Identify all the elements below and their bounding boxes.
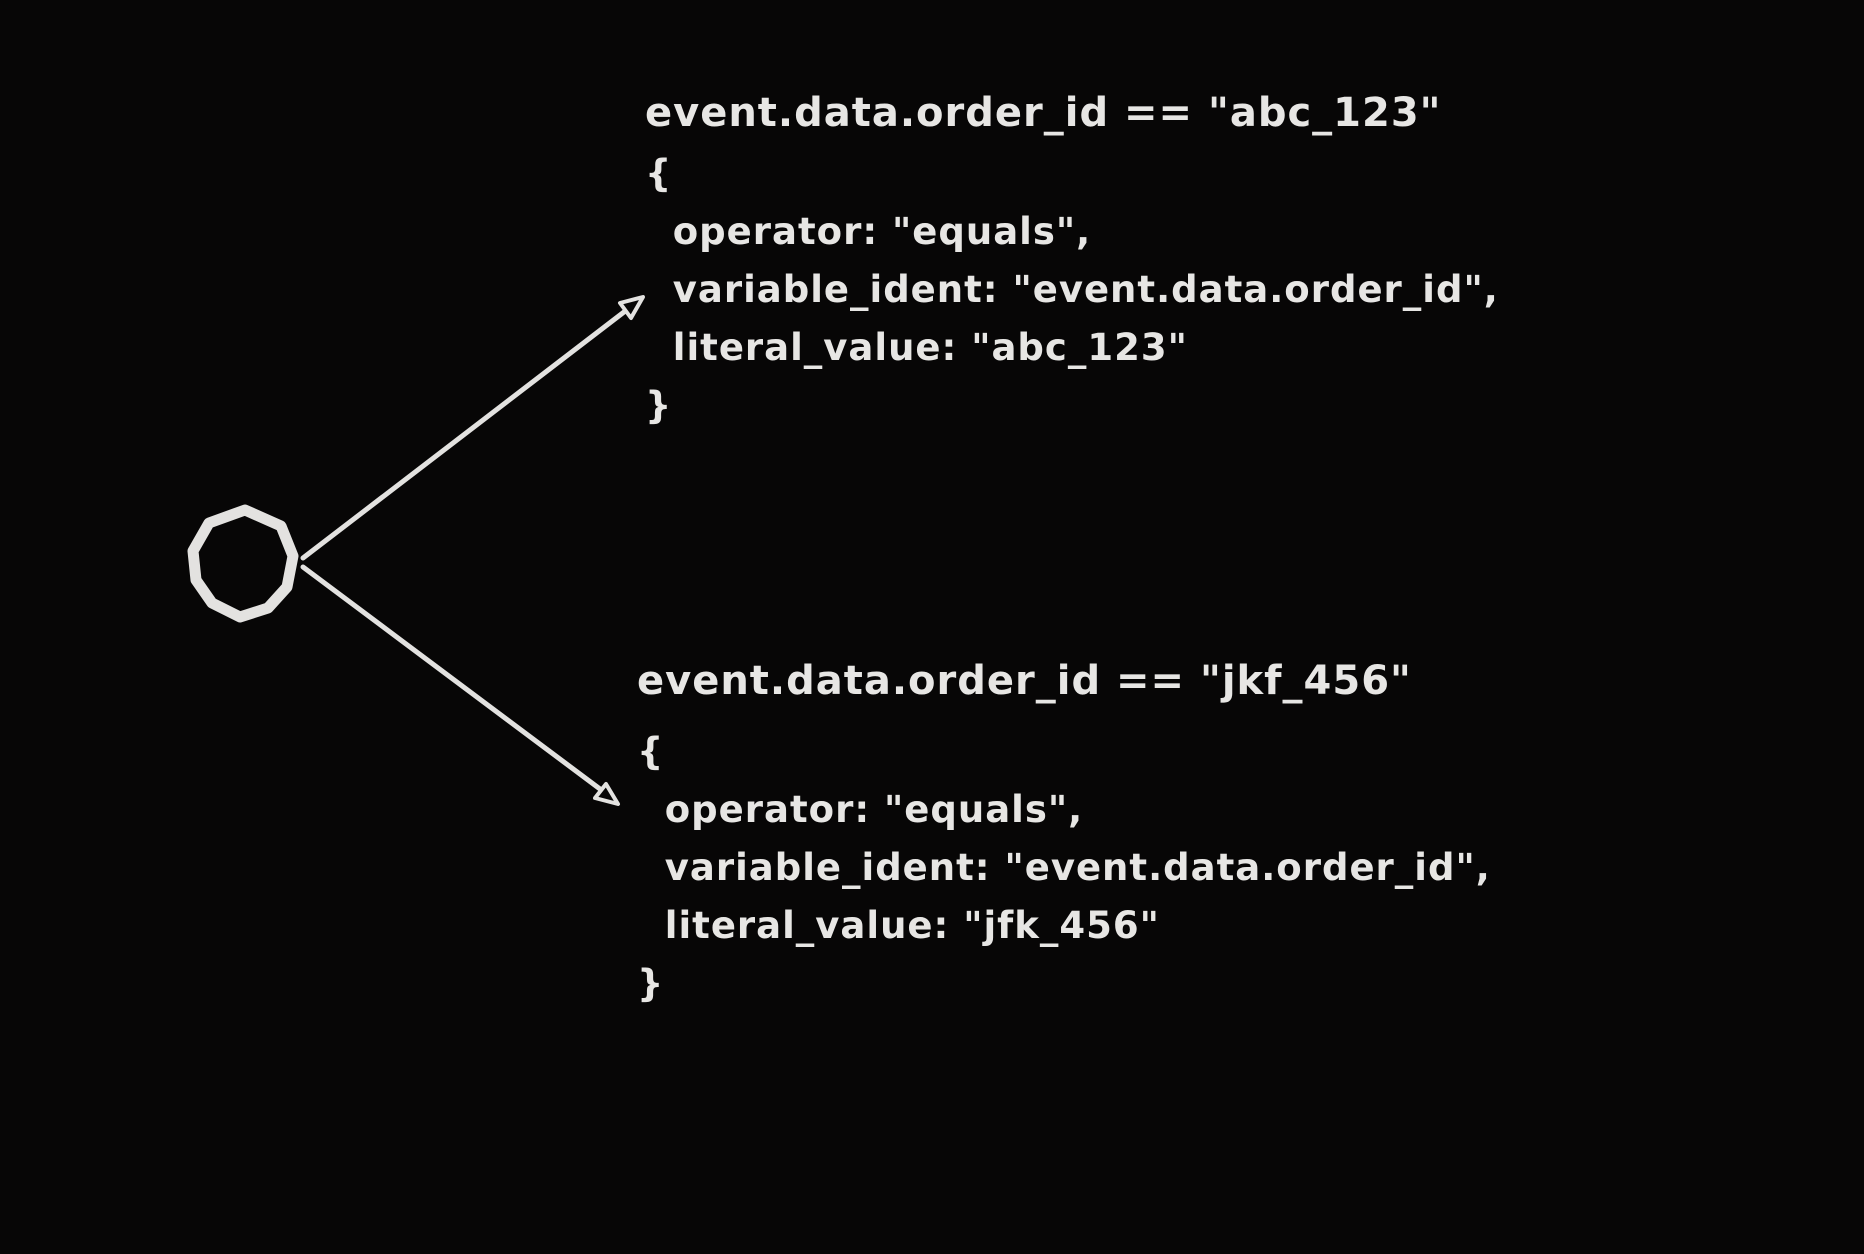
branch-1-code: { operator: "equals", variable_ident: "e… — [645, 152, 1499, 427]
arrowhead-1-icon — [618, 295, 645, 320]
branch-1-title: event.data.order_id == "abc_123" — [645, 90, 1442, 136]
branch-2-code: { operator: "equals", variable_ident: "e… — [637, 730, 1491, 1005]
arrow-line-1 — [300, 309, 627, 561]
node-circle-icon — [187, 504, 299, 623]
branch-2-title: event.data.order_id == "jkf_456" — [637, 658, 1412, 704]
arrow-line-2 — [300, 564, 603, 792]
arrowhead-2-icon — [593, 782, 620, 806]
